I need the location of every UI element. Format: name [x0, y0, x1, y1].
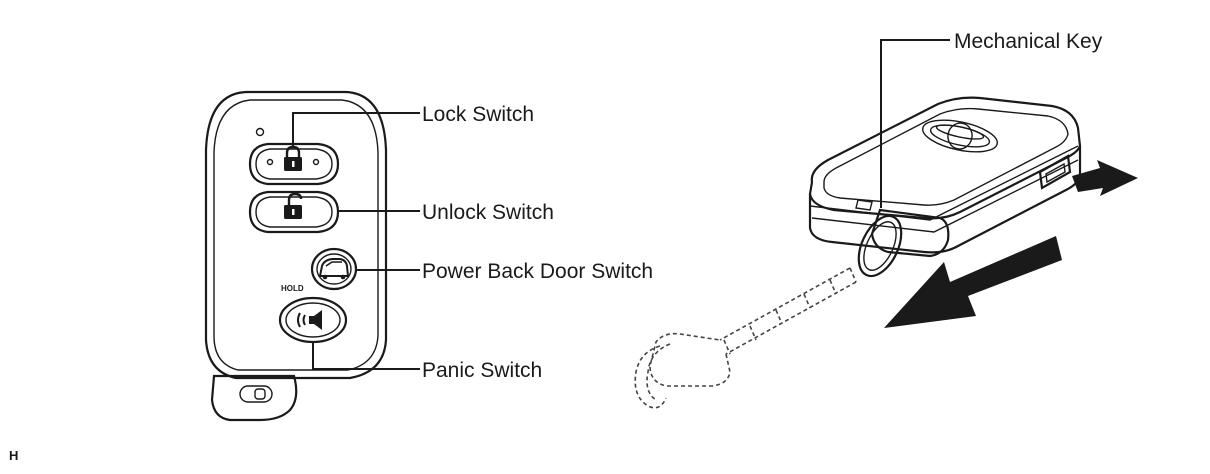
- lock-switch-label: Lock Switch: [422, 103, 534, 126]
- panic-button: [278, 296, 348, 344]
- key-fob-inner-outline: [213, 99, 379, 371]
- pull-arrow-icon: [884, 236, 1062, 328]
- mechanical-key-label: Mechanical Key: [954, 30, 1103, 53]
- release-slider: [1038, 154, 1072, 190]
- back-door-car-icon: [318, 258, 350, 280]
- fob-top-inner: [823, 107, 1069, 206]
- padlock-open-icon: [284, 192, 303, 219]
- unlock-switch-label: Unlock Switch: [422, 201, 554, 224]
- lock-switch-leader: [292, 112, 420, 147]
- brand-logo-icon: [922, 119, 998, 153]
- power-back-door-button: [310, 247, 358, 291]
- key-end-housing: [870, 208, 950, 258]
- corner-mark: H: [9, 448, 18, 463]
- panic-switch-label: Panic Switch: [422, 359, 542, 382]
- power-back-door-switch-label: Power Back Door Switch: [422, 260, 653, 283]
- hold-label: HOLD: [281, 284, 304, 293]
- key-head-slot: [239, 385, 273, 403]
- smart-key-front-view: HOLD: [204, 90, 420, 422]
- panic-switch-leader: [312, 342, 420, 370]
- mechanical-key-removed: [634, 267, 857, 409]
- key-ring: [857, 214, 903, 278]
- push-arrow-icon: [1072, 160, 1138, 196]
- mechanical-key-leader: [880, 39, 950, 208]
- padlock-closed-icon: [284, 145, 302, 171]
- indicator-light: [255, 127, 265, 137]
- key-head: [210, 374, 298, 422]
- key-head-slot-inner: [254, 388, 266, 400]
- panic-horn-icon: [297, 310, 322, 330]
- key-fob-body-outline: [204, 90, 388, 380]
- smart-key-angled-view: [634, 39, 1138, 409]
- unlock-button: [248, 190, 340, 234]
- lock-button: [248, 142, 340, 186]
